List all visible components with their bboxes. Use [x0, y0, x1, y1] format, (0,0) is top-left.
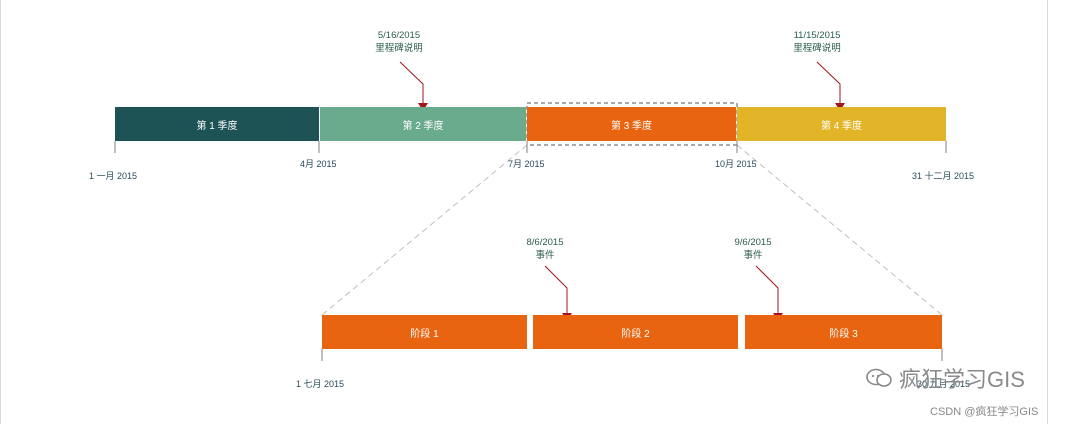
segment-label: 阶段 3 — [829, 328, 858, 340]
milestone-label: 里程碑说明 — [793, 43, 841, 54]
milestone-callout: 5/16/2015 里程碑说明 — [359, 29, 439, 55]
tick-label: 10月 2015 — [715, 159, 757, 169]
milestone-label: 里程碑说明 — [375, 43, 423, 54]
segment-phase-2: 阶段 2 — [533, 315, 738, 349]
tick-label: 1 七月 2015 — [296, 379, 345, 389]
segment-phase-1: 阶段 1 — [322, 315, 527, 349]
event-arrow-line — [755, 265, 779, 314]
segment-label: 阶段 1 — [410, 328, 439, 340]
tick-label: 1 一月 2015 — [89, 171, 138, 181]
segment-label: 阶段 2 — [621, 328, 650, 340]
milestone-callout: 11/15/2015 里程碑说明 — [776, 29, 858, 55]
segment-q3: 第 3 季度 — [527, 107, 736, 141]
event-callout: 8/6/2015 事件 — [510, 236, 580, 262]
wechat-icon — [866, 368, 892, 387]
watermark-csdn: CSDN @疯狂学习GIS — [930, 406, 1039, 418]
segment-q1: 第 1 季度 — [115, 107, 319, 141]
milestone-arrow-line — [816, 61, 841, 104]
segment-label: 第 2 季度 — [402, 120, 444, 132]
event-callout: 9/6/2015 事件 — [718, 236, 788, 262]
tick-label: 7月 2015 — [508, 159, 545, 169]
event-label: 事件 — [535, 250, 555, 261]
zoom-connector-left — [321, 144, 528, 316]
segment-label: 第 1 季度 — [196, 120, 238, 132]
milestone-date: 11/15/2015 — [793, 30, 841, 41]
event-date: 8/6/2015 — [526, 237, 564, 248]
event-date: 9/6/2015 — [734, 237, 772, 248]
tick-label: 4月 2015 — [300, 159, 337, 169]
milestone-arrow-line — [399, 61, 424, 104]
segment-q2: 第 2 季度 — [320, 107, 526, 141]
segment-phase-3: 阶段 3 — [745, 315, 942, 349]
tick-label: 30 九月 2015 — [917, 379, 971, 389]
zoom-connector-right — [736, 144, 943, 316]
segment-label: 第 3 季度 — [610, 120, 653, 132]
milestone-date: 5/16/2015 — [377, 30, 421, 41]
watermark-main: 疯狂学习GIS — [865, 362, 1025, 394]
event-label: 事件 — [743, 250, 763, 261]
page-border-left — [0, 0, 1, 424]
event-arrow-line — [544, 265, 568, 314]
page-border-right — [1047, 0, 1048, 424]
watermark-text: 疯狂学习GIS — [899, 367, 1025, 392]
tick-label: 31 十二月 2015 — [912, 171, 975, 181]
segment-label: 第 4 季度 — [820, 120, 863, 132]
segment-q4: 第 4 季度 — [737, 107, 946, 141]
